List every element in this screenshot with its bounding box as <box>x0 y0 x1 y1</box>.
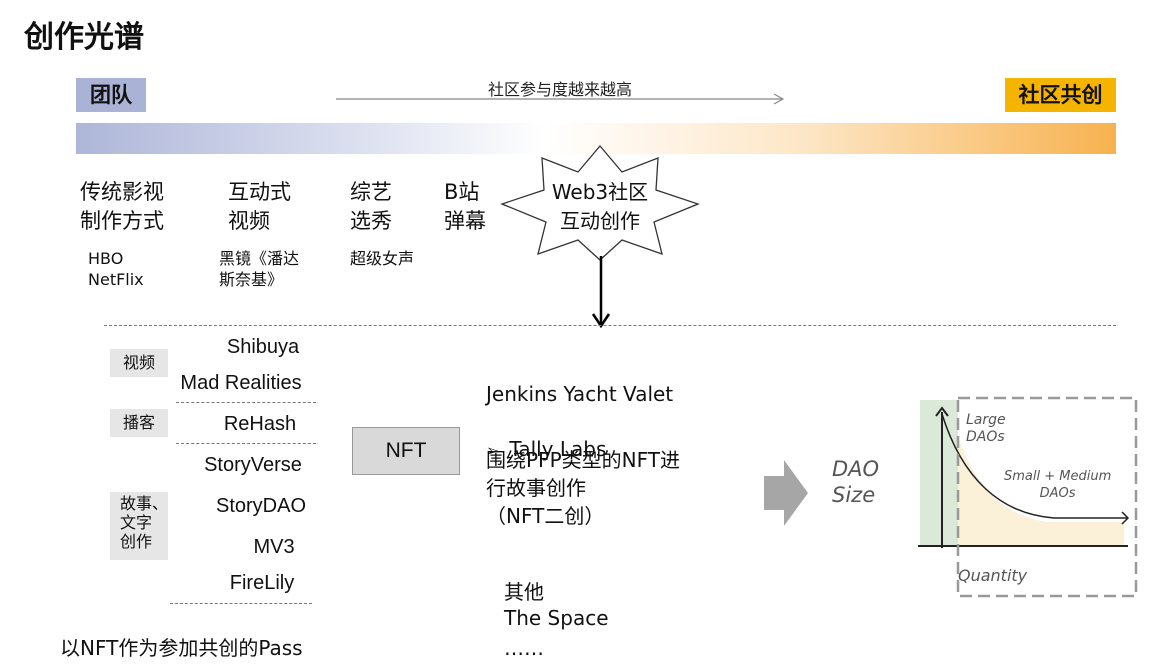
category-traditional: 传统影视 制作方式 <box>80 180 164 233</box>
bullet-arrow-icon: ➢ <box>486 441 500 460</box>
project-mv3: MV3 <box>253 536 295 558</box>
category-bilibili-danmaku: B站 弹幕 <box>444 180 486 233</box>
tally-labs: Tally Labs <box>509 437 607 461</box>
category-variety-show: 综艺 选秀 <box>350 180 392 233</box>
dao-size-label: DAO Size <box>832 457 880 507</box>
project-storyverse: StoryVerse <box>204 454 302 476</box>
down-arrow-icon <box>591 256 611 329</box>
project-shibuya: Shibuya <box>226 336 300 358</box>
others-more: …… <box>504 636 544 660</box>
project-divider <box>176 402 316 403</box>
community-cocreation-tag: 社区共创 <box>1005 78 1116 112</box>
side-label-story: 故事、 文字 创作 <box>110 492 168 560</box>
side-label-video: 视频 <box>110 349 168 377</box>
project-divider <box>170 603 312 604</box>
spectrum-arrow-icon <box>336 93 785 105</box>
category-interactive-video: 互动式 视频 <box>228 180 291 233</box>
example-interactive-video: 黑镜《潘达 斯奈基》 <box>219 249 300 289</box>
small-medium-daos-label: Small + Medium DAOs <box>1004 469 1112 501</box>
spectrum-gradient-bar <box>76 123 1116 154</box>
project-divider <box>176 443 316 444</box>
project-storydao: StoryDAO <box>215 495 307 517</box>
footer-nft-pass: 以NFT作为参加共创的Pass <box>60 636 303 660</box>
side-label-podcast: 播客 <box>110 409 168 437</box>
pfp-story-desc: 围绕PFP类型的NFT进 行故事创作 （NFT二创） <box>486 448 680 528</box>
web3-cocreation-label: Web3社区 互动创作 <box>551 180 649 233</box>
page-title: 创作光谱 <box>24 20 144 55</box>
nft-box: NFT <box>352 427 460 475</box>
section-divider <box>104 325 1116 326</box>
spectrum-arrow-label: 社区参与度越来越高 <box>487 80 632 99</box>
jenkins-yacht-valet: Jenkins Yacht Valet <box>486 382 674 406</box>
example-variety-show: 超级女声 <box>350 249 415 268</box>
project-rehash: ReHash <box>223 413 297 435</box>
tally-labs-item: ➢ Tally Labs <box>486 407 606 465</box>
project-mad-realities: Mad Realities <box>180 372 302 394</box>
others-heading: 其他 <box>504 580 544 604</box>
quantity-label: Quantity <box>958 566 1028 585</box>
team-tag: 团队 <box>76 78 146 112</box>
example-traditional: HBO NetFlix <box>88 249 144 289</box>
dao-sketch-chart <box>918 396 1138 598</box>
right-arrow-icon <box>764 460 808 526</box>
large-daos-label: Large DAOs <box>966 412 1006 445</box>
project-firelily: FireLily <box>229 572 295 594</box>
others-the-space: The Space <box>504 606 609 630</box>
